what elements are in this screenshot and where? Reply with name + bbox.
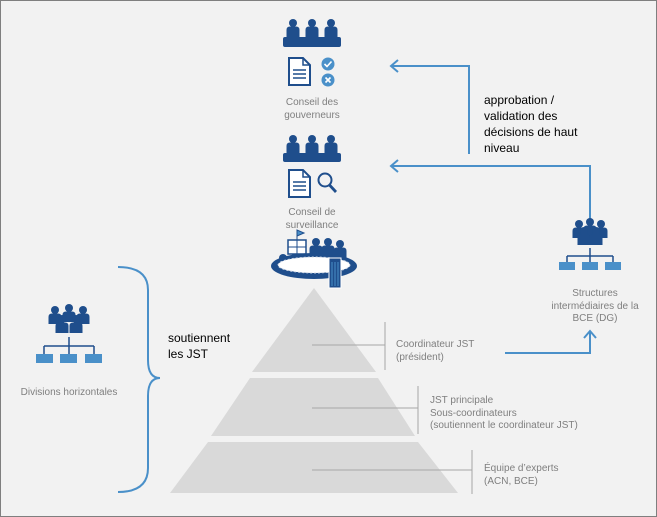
tier-3-line: Équipe d’experts — [484, 463, 559, 474]
support-note-line: soutiennent — [168, 331, 231, 345]
ecb-structures-line: Structures — [572, 288, 618, 299]
org-chart-people-icon — [36, 304, 102, 363]
ecb-structures-line: BCE (DG) — [572, 313, 618, 324]
tier-2-line: (soutiennent le coordinateur JST) — [430, 420, 578, 431]
supervisory-board-label: Conseil de surveillance — [262, 207, 362, 232]
tier-2-line: JST principale — [430, 395, 494, 406]
tier-2-line: Sous-coordinateurs — [430, 407, 517, 419]
pyramid-tier-2 — [211, 378, 415, 436]
tier-1-label: Coordinateur JST (président) — [396, 339, 506, 364]
pyramid-tier-3 — [170, 442, 458, 493]
document-check-icon — [288, 57, 335, 87]
support-note: soutiennent les JST — [168, 330, 248, 362]
ecb-structures-line: intermédiaires de la — [551, 300, 639, 312]
approval-note-line: décisions de haut — [484, 125, 578, 139]
tier-3-line: (ACN, BCE) — [484, 475, 538, 487]
ecb-structures-label: Structures intermédiaires de la BCE (DG) — [545, 288, 645, 326]
approval-note: approbation / validation des décisions d… — [484, 92, 624, 156]
approval-arrows — [389, 59, 597, 354]
tier-2-label: JST principale Sous-coordinateurs (souti… — [430, 395, 630, 433]
meeting-table-icon — [271, 229, 357, 289]
document-search-icon — [288, 169, 338, 198]
governing-council-label: Conseil des gouverneurs — [262, 97, 362, 122]
tier-1-line: Coordinateur JST — [396, 339, 475, 350]
supervisory-board-line: surveillance — [285, 219, 339, 231]
people-group-icon — [283, 19, 341, 47]
support-brace — [117, 266, 161, 493]
approval-note-line: approbation / — [484, 93, 555, 107]
approval-note-line: niveau — [484, 141, 520, 155]
tier-3-label: Équipe d’experts (ACN, BCE) — [484, 463, 614, 488]
horizontal-divisions-label: Divisions horizontales — [8, 387, 130, 400]
governing-council-line: Conseil des — [285, 97, 339, 108]
pyramid — [170, 288, 458, 493]
tier-connectors — [312, 322, 473, 494]
people-group-icon — [283, 135, 341, 162]
governing-council-line: gouverneurs — [284, 109, 340, 121]
org-chart-people-icon — [559, 218, 621, 270]
supervisory-board-line: Conseil de — [288, 207, 336, 218]
horizontal-divisions-text: Divisions horizontales — [20, 387, 118, 398]
pyramid-tier-1 — [252, 288, 376, 372]
approval-note-line: validation des — [484, 109, 558, 123]
tier-1-line: (président) — [396, 351, 444, 363]
support-note-line: les JST — [168, 347, 209, 361]
